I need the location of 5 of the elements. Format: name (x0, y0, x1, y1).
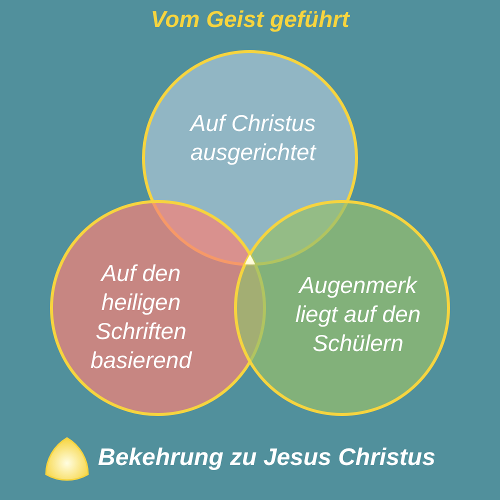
diagram-title: Vom Geist geführt (150, 6, 351, 33)
circle-label: Auf den heiligen Schriften basierend (89, 259, 193, 375)
legend-label: Bekehrung zu Jesus Christus (98, 444, 436, 472)
circle-label: Auf Christus ausgerichtet (188, 109, 318, 167)
circle-label: Augenmerk liegt auf den Schülern (294, 271, 422, 358)
